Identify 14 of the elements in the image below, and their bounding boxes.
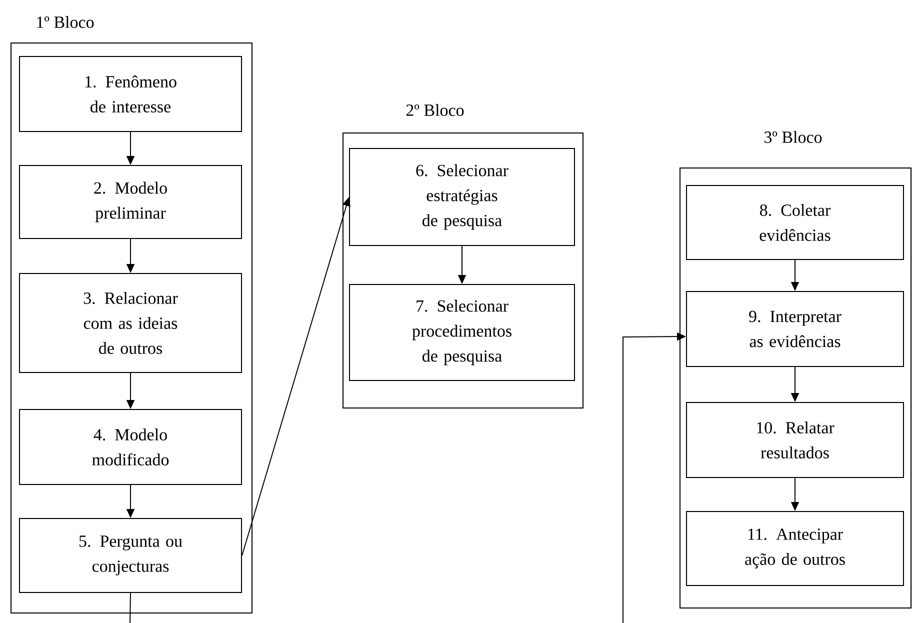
group-heading: 3º Bloco (764, 131, 822, 143)
process-box: 1. Fenômeno de interesse (19, 56, 242, 132)
group-heading: 1º Bloco (37, 16, 94, 28)
process-box: 7. Selecionar procedimentos de pesquisa (349, 284, 575, 381)
process-box: 6. Selecionar estratégias de pesquisa (349, 148, 575, 246)
process-box: 10. Relatar resultados (686, 402, 904, 478)
process-box: 5. Pergunta ou conjecturas (19, 518, 242, 593)
process-box: 2. Modelo preliminar (19, 165, 242, 239)
process-box: 8. Coletar evidências (686, 185, 904, 260)
group-heading: 2º Bloco (406, 104, 464, 116)
process-box: 11. Antecipar ação de outros (686, 510, 904, 586)
process-box: 3. Relacionar com as ideias de outros (19, 273, 242, 373)
process-box: 4. Modelo modificado (19, 408, 242, 485)
process-box: 9. Interpretar as evidências (686, 290, 904, 367)
